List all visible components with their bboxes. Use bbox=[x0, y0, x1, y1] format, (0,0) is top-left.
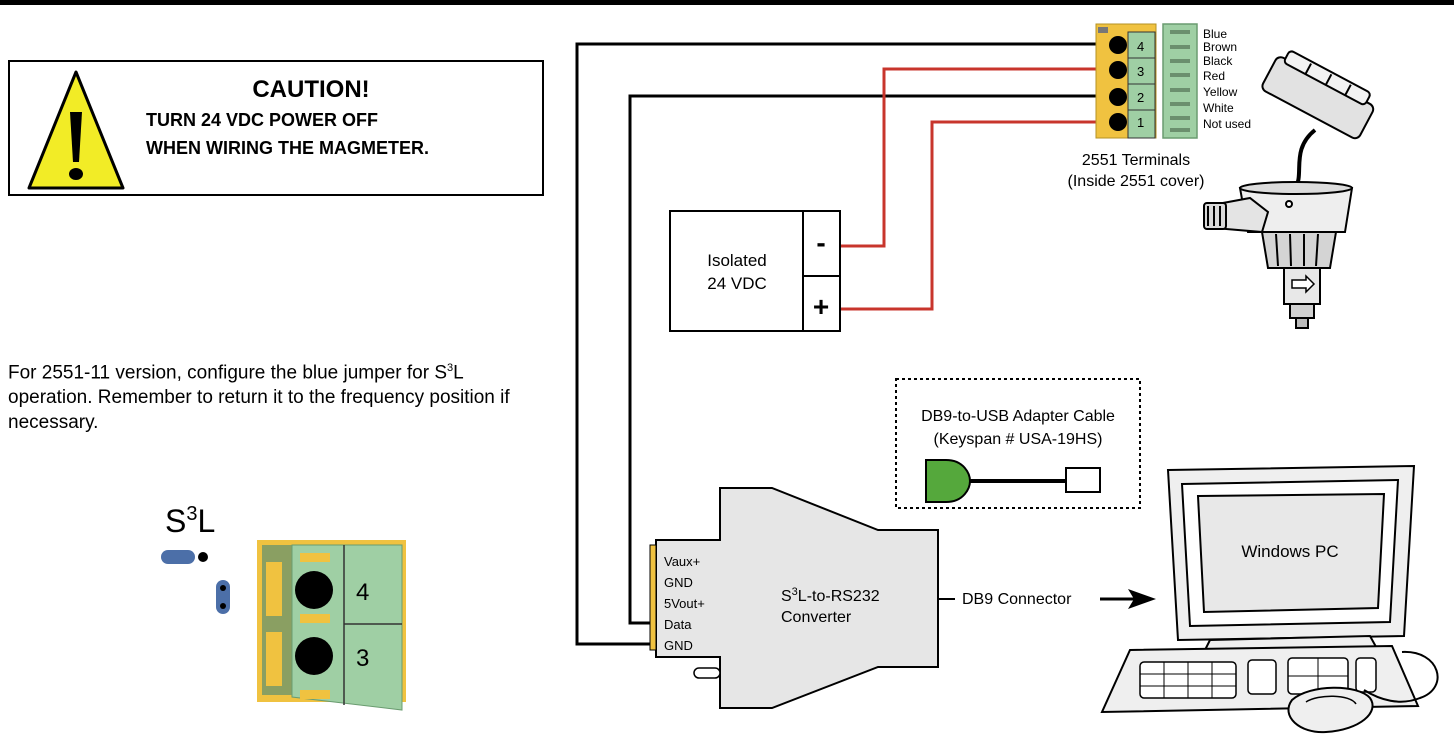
jumper-pin bbox=[198, 552, 208, 562]
converter-pin-label: GND bbox=[664, 638, 693, 653]
terminal-block-2551: 4 3 2 1 bbox=[1095, 23, 1157, 139]
wire-color-label: Black bbox=[1203, 54, 1233, 68]
usb-plug-icon bbox=[1065, 467, 1101, 493]
wire-color-legend: Blue Brown Black Red Yellow White Not us… bbox=[1203, 27, 1251, 131]
terminal-screw bbox=[1109, 113, 1127, 131]
wire-terminal-1-plus bbox=[840, 120, 1110, 311]
sensor-connector-strip bbox=[1162, 23, 1198, 139]
note-text-continued: L operation. Remember to return it to th… bbox=[8, 362, 510, 434]
terminal-screw bbox=[1109, 61, 1127, 79]
caution-message-line1: TURN 24 VDC POWER OFF bbox=[146, 110, 379, 130]
magmeter-sensor-illustration bbox=[1203, 50, 1375, 329]
wire-color-label: White bbox=[1203, 101, 1234, 115]
wire-terminal-3-minus bbox=[840, 67, 1110, 248]
converter-title-line2: Converter bbox=[781, 609, 852, 626]
s3l-rs232-converter: Vaux+ GND 5Vout+ Data GND S3L-to-RS232 C… bbox=[649, 487, 939, 709]
converter-pin-label: GND bbox=[664, 575, 693, 590]
terminal-screw-detail bbox=[295, 571, 333, 609]
arrow-right-icon bbox=[1128, 589, 1156, 609]
wire-color-label: Blue bbox=[1203, 27, 1227, 41]
caution-title: CAUTION! bbox=[252, 76, 370, 103]
converter-title: S3L-to-RS232 bbox=[781, 586, 880, 605]
jumper-frequency-position bbox=[216, 580, 230, 614]
terminal-screw bbox=[1109, 88, 1127, 106]
wire-color-label: Yellow bbox=[1203, 85, 1238, 99]
power-supply: Isolated 24 VDC - + bbox=[669, 210, 841, 332]
caution-message-line2: WHEN WIRING THE MAGMETER. bbox=[146, 138, 429, 158]
terminal-screw bbox=[1109, 36, 1127, 54]
jumper-detail: S3L 4 3 bbox=[161, 503, 406, 711]
terminal-number: 1 bbox=[1137, 115, 1144, 130]
pc-label: Windows PC bbox=[1241, 542, 1338, 561]
adapter-cable-callout: DB9-to-USB Adapter Cable (Keyspan # USA-… bbox=[895, 378, 1141, 509]
terminal-number: 4 bbox=[1137, 39, 1144, 54]
wire-terminal-4-gnd bbox=[575, 42, 1110, 646]
wire-color-label: Brown bbox=[1203, 40, 1237, 54]
psu-label: Isolated bbox=[707, 251, 767, 270]
db9-connector-label: DB9 Connector bbox=[962, 591, 1072, 608]
wire-color-label: Not used bbox=[1203, 117, 1251, 131]
windows-pc-illustration bbox=[1100, 464, 1439, 734]
terminal-detail-number: 4 bbox=[356, 579, 369, 606]
wire-terminal-2-data bbox=[628, 94, 1110, 625]
caution-triangle-overlay bbox=[27, 70, 125, 190]
terminal-detail-number: 3 bbox=[356, 645, 369, 672]
top-rule bbox=[0, 0, 1454, 5]
jumper-label-s3l: S3L bbox=[165, 503, 215, 539]
note-text: For 2551-11 version, configure the blue … bbox=[8, 362, 447, 384]
converter-pin-label: Vaux+ bbox=[664, 554, 700, 569]
converter-pin-label: Data bbox=[664, 617, 692, 632]
adapter-label: DB9-to-USB Adapter Cable bbox=[921, 408, 1115, 425]
jumper-s3l-position bbox=[161, 550, 195, 564]
terminal-screw-detail bbox=[295, 637, 333, 675]
wiring bbox=[575, 42, 1138, 646]
psu-plus-terminal: + bbox=[813, 291, 829, 322]
terminal-caption: 2551 Terminals bbox=[1082, 152, 1190, 169]
jumper-instruction-note: For 2551-11 version, configure the blue … bbox=[8, 356, 548, 435]
psu-minus-terminal: - bbox=[816, 227, 825, 258]
adapter-part-number: (Keyspan # USA-19HS) bbox=[934, 431, 1103, 448]
db9-plug-icon bbox=[925, 459, 972, 503]
converter-pin-label: 5Vout+ bbox=[664, 596, 705, 611]
terminal-number: 2 bbox=[1137, 90, 1144, 105]
terminal-number: 3 bbox=[1137, 64, 1144, 79]
terminal-caption-sub: (Inside 2551 cover) bbox=[1068, 173, 1205, 190]
wire-color-label: Red bbox=[1203, 69, 1225, 83]
note-superscript: 3 bbox=[447, 362, 454, 374]
psu-label-voltage: 24 VDC bbox=[707, 274, 767, 293]
